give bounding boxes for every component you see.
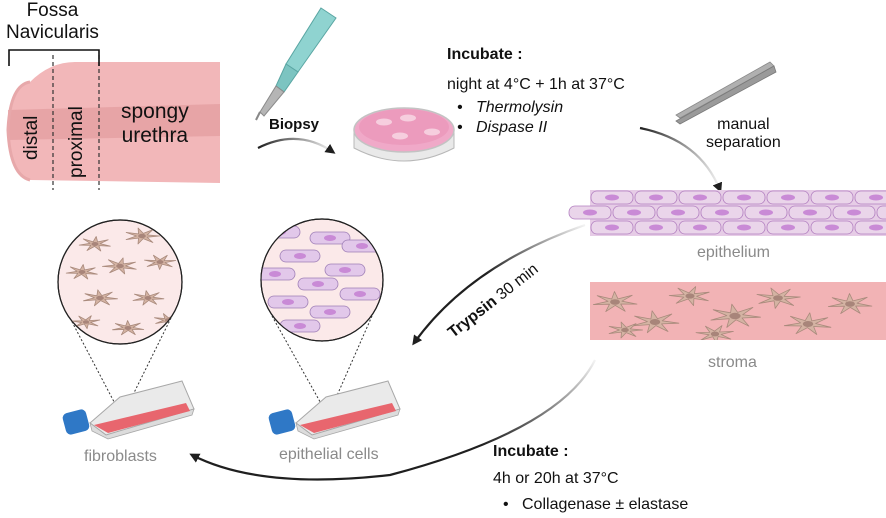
incubate1-enzyme-list: Thermolysin Dispase II [448, 98, 563, 138]
cell-nucleus [621, 327, 629, 333]
epithelial-cell [876, 205, 886, 220]
cell-nucleus [737, 194, 751, 201]
cell-nucleus [802, 321, 814, 327]
biopsy-label: Biopsy [269, 116, 320, 133]
cell-nucleus [781, 194, 795, 201]
cell-nucleus [759, 209, 773, 216]
cell-nucleus [138, 233, 146, 239]
spongy-urethra-label: spongy urethra [121, 100, 189, 148]
tweezers-icon [675, 61, 777, 125]
cell-nucleus [324, 235, 336, 241]
incubate2-enzyme-list: Collagenase ± elastase [494, 495, 688, 515]
cell-nucleus [649, 224, 663, 231]
cell-nucleus [96, 295, 104, 301]
cell-nucleus [627, 209, 641, 216]
cell-nucleus [356, 243, 368, 249]
urethra-illustration [6, 49, 220, 190]
cell-nucleus [693, 194, 707, 201]
arrow-trypsin [412, 223, 586, 346]
fibroblast-magnified-view [57, 219, 183, 345]
distal-label: distal [21, 115, 42, 160]
epithelium-sheet [568, 190, 886, 236]
cell-nucleus [869, 194, 883, 201]
enzyme-item: Dispase II [448, 118, 563, 138]
epithelial-magnified-view [260, 218, 384, 342]
fossa-navicularis-label: Fossa Navicularis [6, 0, 99, 43]
cell-nucleus [649, 194, 663, 201]
cell-nucleus [294, 323, 306, 329]
stroma-label: stroma [708, 354, 757, 371]
cell-nucleus [583, 209, 597, 216]
cell-nucleus [339, 267, 351, 273]
cell-nucleus [781, 224, 795, 231]
cell-nucleus [803, 209, 817, 216]
cell-nucleus [847, 209, 861, 216]
cell-nucleus [312, 281, 324, 287]
epithelium-label: epithelium [697, 244, 770, 261]
cell-nucleus [715, 209, 729, 216]
cell-nucleus [605, 194, 619, 201]
incubate1-title: Incubate : [447, 46, 523, 63]
cell-nucleus [649, 319, 661, 325]
stroma-sheet [590, 282, 886, 340]
cell-nucleus [845, 301, 855, 307]
incubate2-title: Incubate : [493, 443, 569, 460]
cell-nucleus [78, 270, 86, 274]
petri-dish-icon [353, 107, 455, 162]
manual-separation-label: manual separation [706, 116, 781, 152]
incubate1-time: night at 4°C + 1h at 37°C [447, 76, 625, 93]
cell-nucleus [294, 253, 306, 259]
cell-nucleus [144, 296, 152, 300]
arrow-biopsy [257, 137, 336, 154]
cell-nucleus [773, 295, 783, 301]
cell-nucleus [869, 224, 883, 231]
cell-nucleus [710, 331, 720, 337]
cell-nucleus [825, 194, 839, 201]
epithelial-flask-icon [268, 380, 401, 440]
cell-nucleus [610, 299, 620, 305]
cell-nucleus [124, 326, 132, 330]
fossa-bracket [8, 49, 100, 66]
cell-nucleus [282, 299, 294, 305]
fibroblast-flask-icon [62, 380, 195, 440]
cell-nucleus [269, 271, 281, 277]
cell-nucleus [729, 312, 741, 320]
cell-nucleus [737, 224, 751, 231]
incubate2-time: 4h or 20h at 37°C [493, 470, 619, 487]
cell-nucleus [156, 260, 164, 264]
cell-nucleus [91, 242, 99, 246]
enzyme-item: Thermolysin [448, 98, 563, 118]
biopsy-punch-icon [255, 7, 337, 121]
cell-nucleus [825, 224, 839, 231]
cell-nucleus [116, 263, 124, 269]
cell-nucleus [671, 209, 685, 216]
cell-nucleus [685, 293, 695, 299]
arrow-separation [639, 126, 723, 193]
cell-nucleus [324, 309, 336, 315]
cell-nucleus [605, 224, 619, 231]
cell-nucleus [82, 320, 90, 324]
urethra-band [8, 104, 220, 140]
proximal-label: proximal [66, 106, 87, 178]
enzyme-item: Collagenase ± elastase [494, 495, 688, 515]
epithelial-cells-label: epithelial cells [279, 446, 379, 463]
arrow-collagenase [189, 359, 596, 481]
fibroblasts-label: fibroblasts [84, 448, 157, 465]
cell-nucleus [693, 224, 707, 231]
cell-nucleus [354, 291, 366, 297]
